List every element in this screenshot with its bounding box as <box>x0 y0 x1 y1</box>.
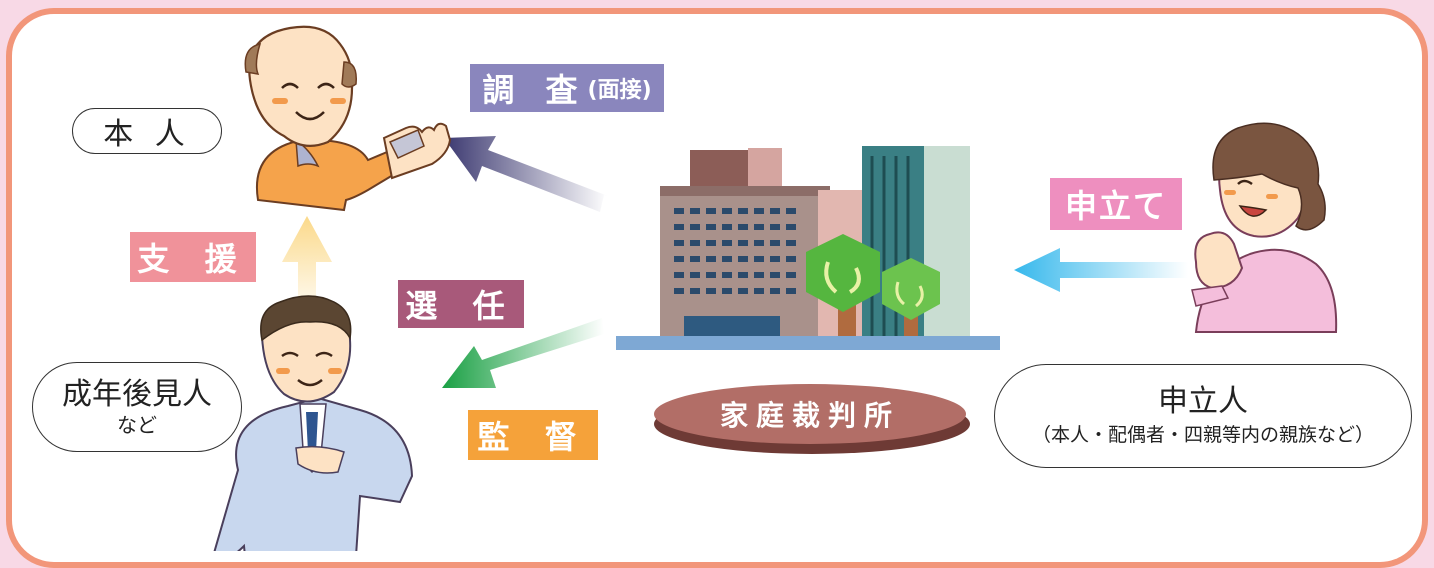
elderly-man-illustration <box>244 25 452 212</box>
guardian-sub-text: など <box>117 413 157 437</box>
tag-moushitate: 申立て <box>1050 178 1182 230</box>
petitioner-main-text: 申立人 <box>1158 384 1248 419</box>
tag-chousa: 調 査 (面接) <box>470 64 664 112</box>
guardian-main-text: 成年後見人 <box>62 377 212 412</box>
arrow-moushitate <box>1014 248 1188 292</box>
tag-chousa-text: 調 査 <box>482 71 588 109</box>
court-oval <box>654 384 970 454</box>
tag-sennin: 選 任 <box>398 280 524 328</box>
petitioner-sub-text: （本人・配偶者・四親等内の親族など） <box>1031 424 1374 446</box>
petitioner-label: 申立人 （本人・配偶者・四親等内の親族など） <box>994 364 1412 468</box>
court-building-icon <box>616 146 1000 350</box>
arrow-shien <box>282 216 332 310</box>
honnin-text: 本 人 <box>103 117 191 152</box>
tag-kantoku: 監 督 <box>468 410 598 460</box>
guardian-man-illustration <box>213 295 414 551</box>
honnin-label: 本 人 <box>72 108 222 154</box>
arrow-sennin-kantoku <box>442 318 604 388</box>
tag-chousa-sub: (面接) <box>587 78 652 103</box>
court-label: 家庭裁判所 <box>719 399 900 432</box>
petitioner-woman-illustration <box>1191 122 1338 333</box>
arrow-chousa <box>444 136 608 212</box>
diagram-graphics <box>213 25 1338 551</box>
tag-shien: 支 援 <box>130 232 256 282</box>
guardian-label: 成年後見人 など <box>32 362 242 452</box>
